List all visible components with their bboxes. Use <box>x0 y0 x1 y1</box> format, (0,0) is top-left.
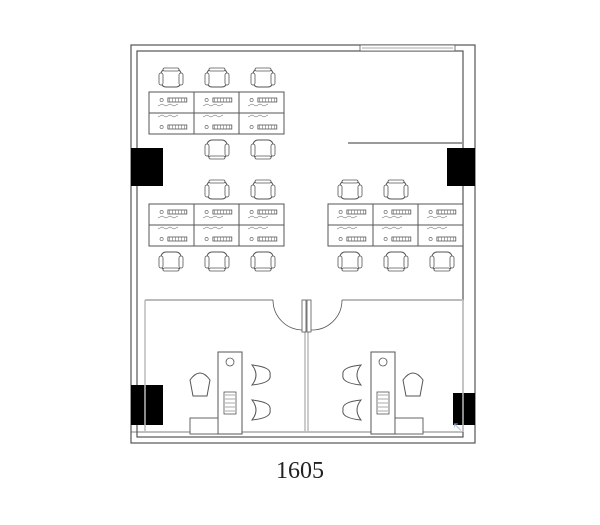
visitor-chair <box>250 364 271 386</box>
outer-wall <box>130 44 476 444</box>
chair <box>158 251 184 272</box>
desk <box>327 224 374 247</box>
chair <box>250 139 276 160</box>
desk <box>148 112 195 135</box>
chair <box>337 179 363 200</box>
private-office-furniture <box>189 351 424 435</box>
door-leaf-left <box>301 299 307 333</box>
desk <box>193 203 240 226</box>
desk <box>193 112 240 135</box>
doors <box>272 299 343 333</box>
desk <box>238 112 285 135</box>
door-swing-left <box>272 299 303 331</box>
chair <box>429 251 455 272</box>
watermark-icon: ↖ <box>452 420 463 435</box>
room-number-label: 1605 <box>276 458 324 484</box>
structural-columns <box>131 148 475 425</box>
workstation-desks <box>148 91 464 247</box>
desk <box>238 224 285 247</box>
chair <box>158 67 184 88</box>
desk <box>372 203 419 226</box>
chair <box>383 251 409 272</box>
visitor-chair <box>250 399 271 421</box>
desk <box>148 203 195 226</box>
desk <box>193 91 240 114</box>
chair <box>204 251 230 272</box>
desk <box>148 224 195 247</box>
column <box>131 385 163 425</box>
office-desk <box>370 351 424 435</box>
door-swing-right <box>310 299 343 331</box>
office-chair <box>189 372 211 397</box>
chair <box>337 251 363 272</box>
door-leaf-right <box>306 299 312 333</box>
desk <box>417 224 464 247</box>
desk <box>327 203 374 226</box>
chair <box>250 251 276 272</box>
chair <box>250 67 276 88</box>
office-chairs <box>158 67 455 272</box>
desk <box>238 203 285 226</box>
desk <box>193 224 240 247</box>
visitor-chair <box>342 399 363 421</box>
desk <box>238 91 285 114</box>
office-desk <box>189 351 243 435</box>
office-chair <box>402 372 424 397</box>
desk <box>148 91 195 114</box>
chair <box>383 179 409 200</box>
chair <box>204 139 230 160</box>
column <box>453 393 475 425</box>
visitor-chair <box>342 364 363 386</box>
chair <box>204 67 230 88</box>
desk <box>417 203 464 226</box>
chair <box>204 179 230 200</box>
column <box>447 148 475 186</box>
column <box>131 148 163 186</box>
glass-partitions <box>144 299 464 432</box>
desk <box>372 224 419 247</box>
chair <box>250 179 276 200</box>
